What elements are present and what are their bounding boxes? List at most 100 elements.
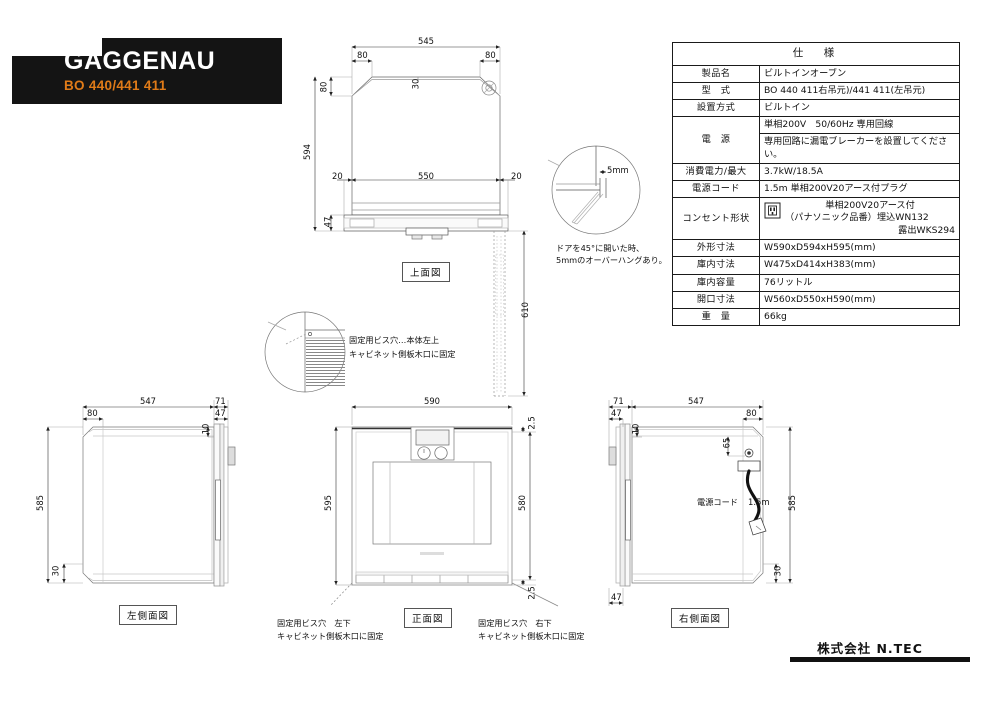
dim-right-door-47-lower: 47 (611, 592, 622, 602)
left-side-view-geometry (82, 423, 236, 587)
table-row: 消費電力/最大 3.7kW/18.5A (672, 162, 960, 181)
spec-value-outlet: 単相200V20アース付 （パナソニック品番）埋込WN132 露出WKS294 (759, 196, 960, 241)
label-power-cord: 電源コード (697, 497, 738, 507)
spec-value-model: BO 440 411右吊元)/441 411(左吊元) (759, 81, 960, 101)
dim-top-door-open-610: 610 (520, 302, 530, 318)
dim-right-front-71: 71 (613, 396, 624, 406)
view-label-left-side: 左側面図 (119, 605, 178, 625)
spec-outlet-line1: 単相200V20アース付 (825, 199, 915, 211)
spec-value-power-1: 単相200V 50/60Hz 専用回線 (759, 116, 960, 135)
spec-value-interior: W475xD414xH383(mm) (759, 256, 960, 275)
outlet-icon (764, 202, 781, 223)
dim-left-step-10: 10 (200, 423, 211, 435)
table-row: 重 量 66kg (672, 307, 960, 326)
footer-rule (790, 657, 970, 662)
table-row: 専用回路に漏電ブレーカーを設置してください。 (673, 133, 960, 164)
detail-dim-5mm: 5mm (607, 165, 629, 175)
table-row: 庫内寸法 W475xD414xH383(mm) (672, 256, 960, 275)
spec-value-product: ビルトインオーブン (759, 64, 960, 84)
table-row: 庫内容量 76リットル (672, 273, 960, 292)
dim-top-body-550: 550 (418, 171, 434, 181)
table-row: 開口寸法 W560xD550xH590(mm) (672, 290, 960, 309)
detail-note-overhang-line1: ドアを45°に開いた時、 (556, 243, 645, 253)
spec-value-install: ビルトイン (759, 99, 960, 118)
dim-right-height-585: 585 (787, 495, 797, 511)
spec-value-weight: 66kg (759, 307, 960, 326)
table-row: 製品名 ビルトインオーブン (672, 64, 960, 84)
view-label-top: 上面図 (402, 262, 450, 282)
dim-front-bottom-gap: 2.5 (526, 586, 537, 600)
footer-block: 株式会社 N.TEC (780, 638, 960, 657)
spec-label-interior: 庫内寸法 (672, 256, 760, 275)
logo-notch (12, 38, 102, 56)
spec-label-product: 製品名 (672, 64, 760, 84)
brand-logo-block: GAGGENAU BO 440/441 411 (12, 38, 282, 104)
door-overhang-detail (547, 145, 641, 235)
dim-top-gap-right-20: 20 (511, 171, 522, 181)
spec-value-power-2: 専用回路に漏電ブレーカーを設置してください。 (759, 133, 960, 164)
dim-right-chamfer-80: 80 (746, 408, 757, 418)
spec-table-title: 仕 様 (672, 42, 960, 66)
dim-right-door-47: 47 (611, 408, 622, 418)
spec-label-exterior: 外形寸法 (672, 239, 760, 258)
detail-note-screw-line2: キャビネット側板木口に固定 (349, 349, 456, 359)
screw-hole-detail (264, 311, 346, 393)
dim-front-height-595: 595 (323, 495, 333, 511)
dim-top-chamfer-30: 30 (410, 78, 421, 90)
front-view-dimensions (334, 405, 536, 586)
front-view-geometry (329, 426, 559, 607)
dim-front-top-gap: 2.5 (526, 416, 537, 430)
dim-front-width-590: 590 (424, 396, 440, 406)
dim-front-door-580: 580 (517, 495, 527, 511)
dim-top-chamfer-80: 80 (318, 81, 329, 93)
dim-left-height-585: 585 (35, 495, 45, 511)
spec-label-cord: 電源コード (672, 179, 760, 198)
spec-label-capacity: 庫内容量 (672, 273, 760, 292)
spec-label-weight: 重 量 (672, 307, 760, 326)
dim-left-chamfer-80: 80 (87, 408, 98, 418)
dim-top-inset-left-80: 80 (357, 50, 368, 60)
dim-top-width-545: 545 (418, 36, 434, 46)
note-screw-bottom-right-line2: キャビネット側板木口に固定 (478, 631, 585, 641)
table-row: 電源コード 1.5m 単相200V20アース付プラグ (672, 179, 960, 198)
spec-outlet-line3: 露出WKS294 (898, 224, 955, 236)
spec-outlet-line2: （パナソニック品番）埋込WN132 (785, 212, 929, 224)
dim-right-step-10: 10 (630, 423, 641, 435)
spec-label-outlet: コンセント形状 (672, 196, 760, 241)
dim-top-gap-left-20: 20 (332, 171, 343, 181)
spec-value-consumption: 3.7kW/18.5A (759, 162, 960, 181)
dim-right-cord-65: 65 (721, 437, 732, 449)
dim-top-depth-594: 594 (302, 144, 312, 160)
label-power-cord-length: 1.5m (748, 497, 770, 507)
dim-left-depth-547: 547 (140, 396, 156, 406)
dim-right-bottom-30: 30 (772, 565, 783, 577)
table-row-title: 仕 様 (672, 42, 960, 66)
brand-name: GAGGENAU (64, 47, 216, 75)
spec-value-cord: 1.5m 単相200V20アース付プラグ (759, 179, 960, 198)
spec-value-capacity: 76リットル (759, 273, 960, 292)
spec-value-exterior: W590xD594xH595(mm) (759, 239, 960, 258)
spec-label-power: 電 源 (672, 116, 760, 164)
specification-table: 仕 様 製品名 ビルトインオーブン 型 式 BO 440 411右吊元)/441… (672, 42, 960, 326)
table-row: 設置方式 ビルトイン (672, 99, 960, 118)
company-name: 株式会社 N.TEC (817, 641, 923, 656)
dim-left-door-47: 47 (215, 408, 226, 418)
table-row: コンセント形状 単相200V20アース付 （パナソニ (672, 196, 960, 241)
dim-top-front-47: 47 (322, 216, 333, 228)
spec-label-install: 設置方式 (672, 99, 760, 118)
model-number: BO 440/441 411 (64, 78, 167, 93)
spec-label-model: 型 式 (672, 81, 760, 101)
dim-left-bottom-30: 30 (50, 565, 61, 577)
note-screw-bottom-left-line1: 固定用ビス穴 左下 (277, 618, 351, 628)
detail-note-overhang-line2: 5mmのオーバーハングあり。 (556, 255, 667, 265)
view-label-right-side: 右側面図 (671, 608, 730, 628)
spec-label-opening: 開口寸法 (672, 290, 760, 309)
right-side-view-geometry (608, 423, 767, 587)
table-row: 外形寸法 W590xD594xH595(mm) (672, 239, 960, 258)
dim-left-front-71: 71 (215, 396, 226, 406)
note-screw-bottom-left-line2: キャビネット側板木口に固定 (277, 631, 384, 641)
detail-note-screw-line1: 固定用ビス穴…本体左上 (349, 335, 440, 345)
spec-label-consumption: 消費電力/最大 (672, 162, 760, 181)
dim-top-inset-right-80: 80 (485, 50, 496, 60)
spec-value-opening: W560xD550xH590(mm) (759, 290, 960, 309)
